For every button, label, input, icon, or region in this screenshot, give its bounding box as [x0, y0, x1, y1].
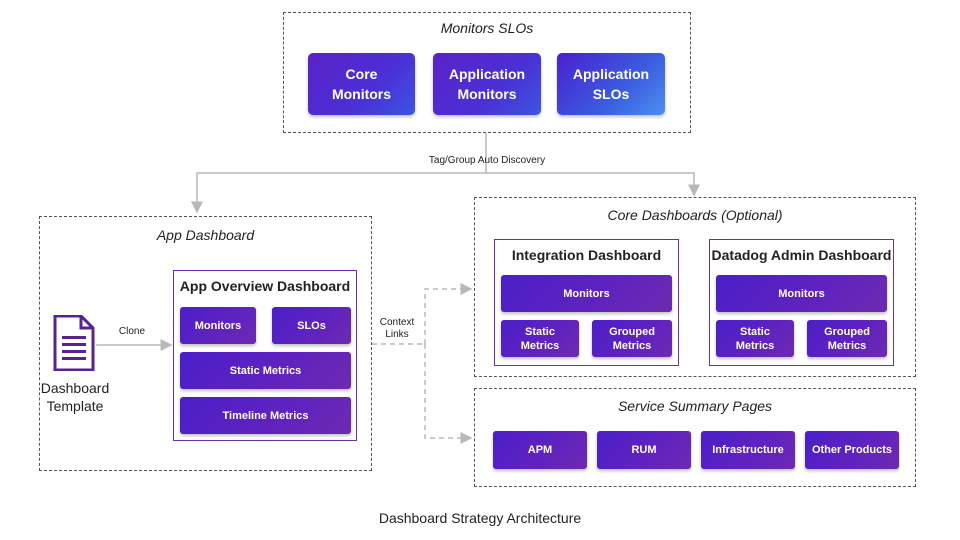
integration-monitors-tile: Monitors: [501, 275, 672, 312]
context-links-to-core: [424, 283, 473, 344]
monitors-slos-group: Monitors SLOs Core Monitors Application …: [283, 12, 691, 133]
context-links-label: Context Links: [379, 317, 415, 340]
application-monitors-tile: Application Monitors: [433, 53, 541, 115]
admin-grouped-metrics-tile: Grouped Metrics: [807, 320, 887, 357]
admin-monitors-tile: Monitors: [716, 275, 887, 312]
app-overview-title: App Overview Dashboard: [179, 278, 351, 294]
application-slos-tile: Application SLOs: [557, 53, 665, 115]
clone-label: Clone: [118, 326, 146, 337]
admin-dashboard-title: Datadog Admin Dashboard: [711, 247, 892, 263]
discovery-label: Tag/Group Auto Discovery: [428, 155, 546, 166]
overview-monitors-tile: Monitors: [180, 307, 256, 344]
discovery-connector-right: [486, 172, 700, 197]
app-dashboard-title: App Dashboard: [156, 227, 255, 243]
context-links-to-service: [424, 344, 473, 444]
other-products-tile: Other Products: [805, 431, 899, 469]
service-summary-group: Service Summary Pages APM RUM Infrastruc…: [474, 388, 916, 487]
infrastructure-tile: Infrastructure: [701, 431, 795, 469]
apm-tile: APM: [493, 431, 587, 469]
core-dashboards-title: Core Dashboards (Optional): [607, 207, 783, 223]
admin-dashboard: Datadog Admin Dashboard Monitors Static …: [709, 239, 894, 366]
service-summary-title: Service Summary Pages: [617, 398, 773, 414]
integration-static-metrics-tile: Static Metrics: [501, 320, 579, 357]
core-monitors-tile: Core Monitors: [308, 53, 415, 115]
integration-dashboard-title: Integration Dashboard: [511, 247, 662, 263]
rum-tile: RUM: [597, 431, 691, 469]
integration-grouped-metrics-tile: Grouped Metrics: [592, 320, 672, 357]
monitors-slos-title: Monitors SLOs: [440, 20, 534, 36]
app-overview-dashboard: App Overview Dashboard Monitors SLOs Sta…: [173, 270, 357, 441]
discovery-connector: [191, 133, 487, 214]
overview-static-metrics-tile: Static Metrics: [180, 352, 351, 389]
admin-static-metrics-tile: Static Metrics: [716, 320, 794, 357]
dashboard-template-label: Dashboard Template: [40, 380, 110, 414]
integration-dashboard: Integration Dashboard Monitors Static Me…: [494, 239, 679, 366]
core-dashboards-group: Core Dashboards (Optional): [474, 197, 916, 377]
document-icon: [51, 314, 95, 372]
overview-slos-tile: SLOs: [272, 307, 351, 344]
diagram-caption: Dashboard Strategy Architecture: [378, 510, 582, 526]
app-dashboard-group: App Dashboard: [39, 216, 372, 471]
overview-timeline-metrics-tile: Timeline Metrics: [180, 397, 351, 434]
